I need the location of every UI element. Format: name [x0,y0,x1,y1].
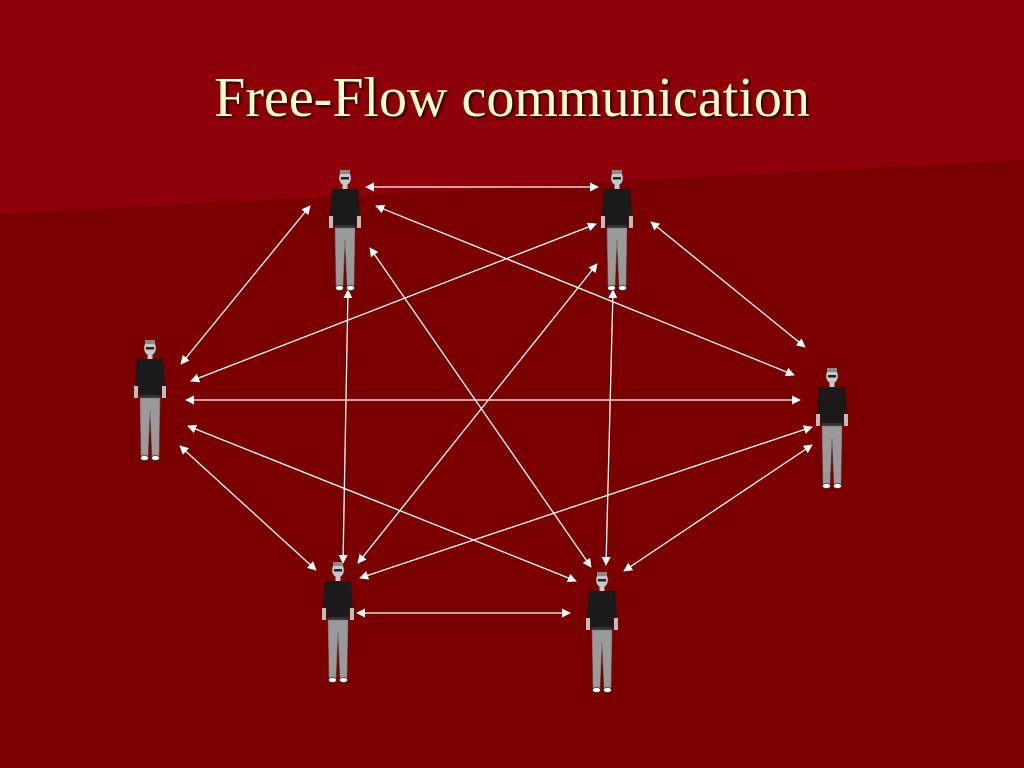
double-arrow-p1-p5 [338,289,353,564]
double-arrow-p4-p5 [359,425,813,580]
double-arrow-p1-p3 [180,205,311,365]
double-arrow-p3-p6 [187,424,577,583]
double-arrow-p4-p6 [623,444,813,572]
person-icon-p6 [585,571,619,693]
links-layer [179,182,813,618]
double-arrow-p2-p3 [190,222,597,383]
background-highlight [0,0,1024,214]
double-arrow-p2-p5 [357,263,598,564]
person-icon-p2 [600,169,634,291]
double-arrow-p1-p4 [375,204,795,377]
people-layer [133,169,849,693]
person-icon-p3 [133,339,167,461]
person-icon-p1 [328,169,362,291]
double-arrow-p3-p5 [179,445,317,571]
double-arrow-p2-p6 [601,289,618,566]
person-icon-p5 [321,561,355,683]
slide-title: Free-Flow communication [214,67,810,129]
person-icon-p4 [815,367,849,489]
double-arrow-p2-p4 [650,221,806,348]
double-arrow-p1-p6 [369,247,592,568]
